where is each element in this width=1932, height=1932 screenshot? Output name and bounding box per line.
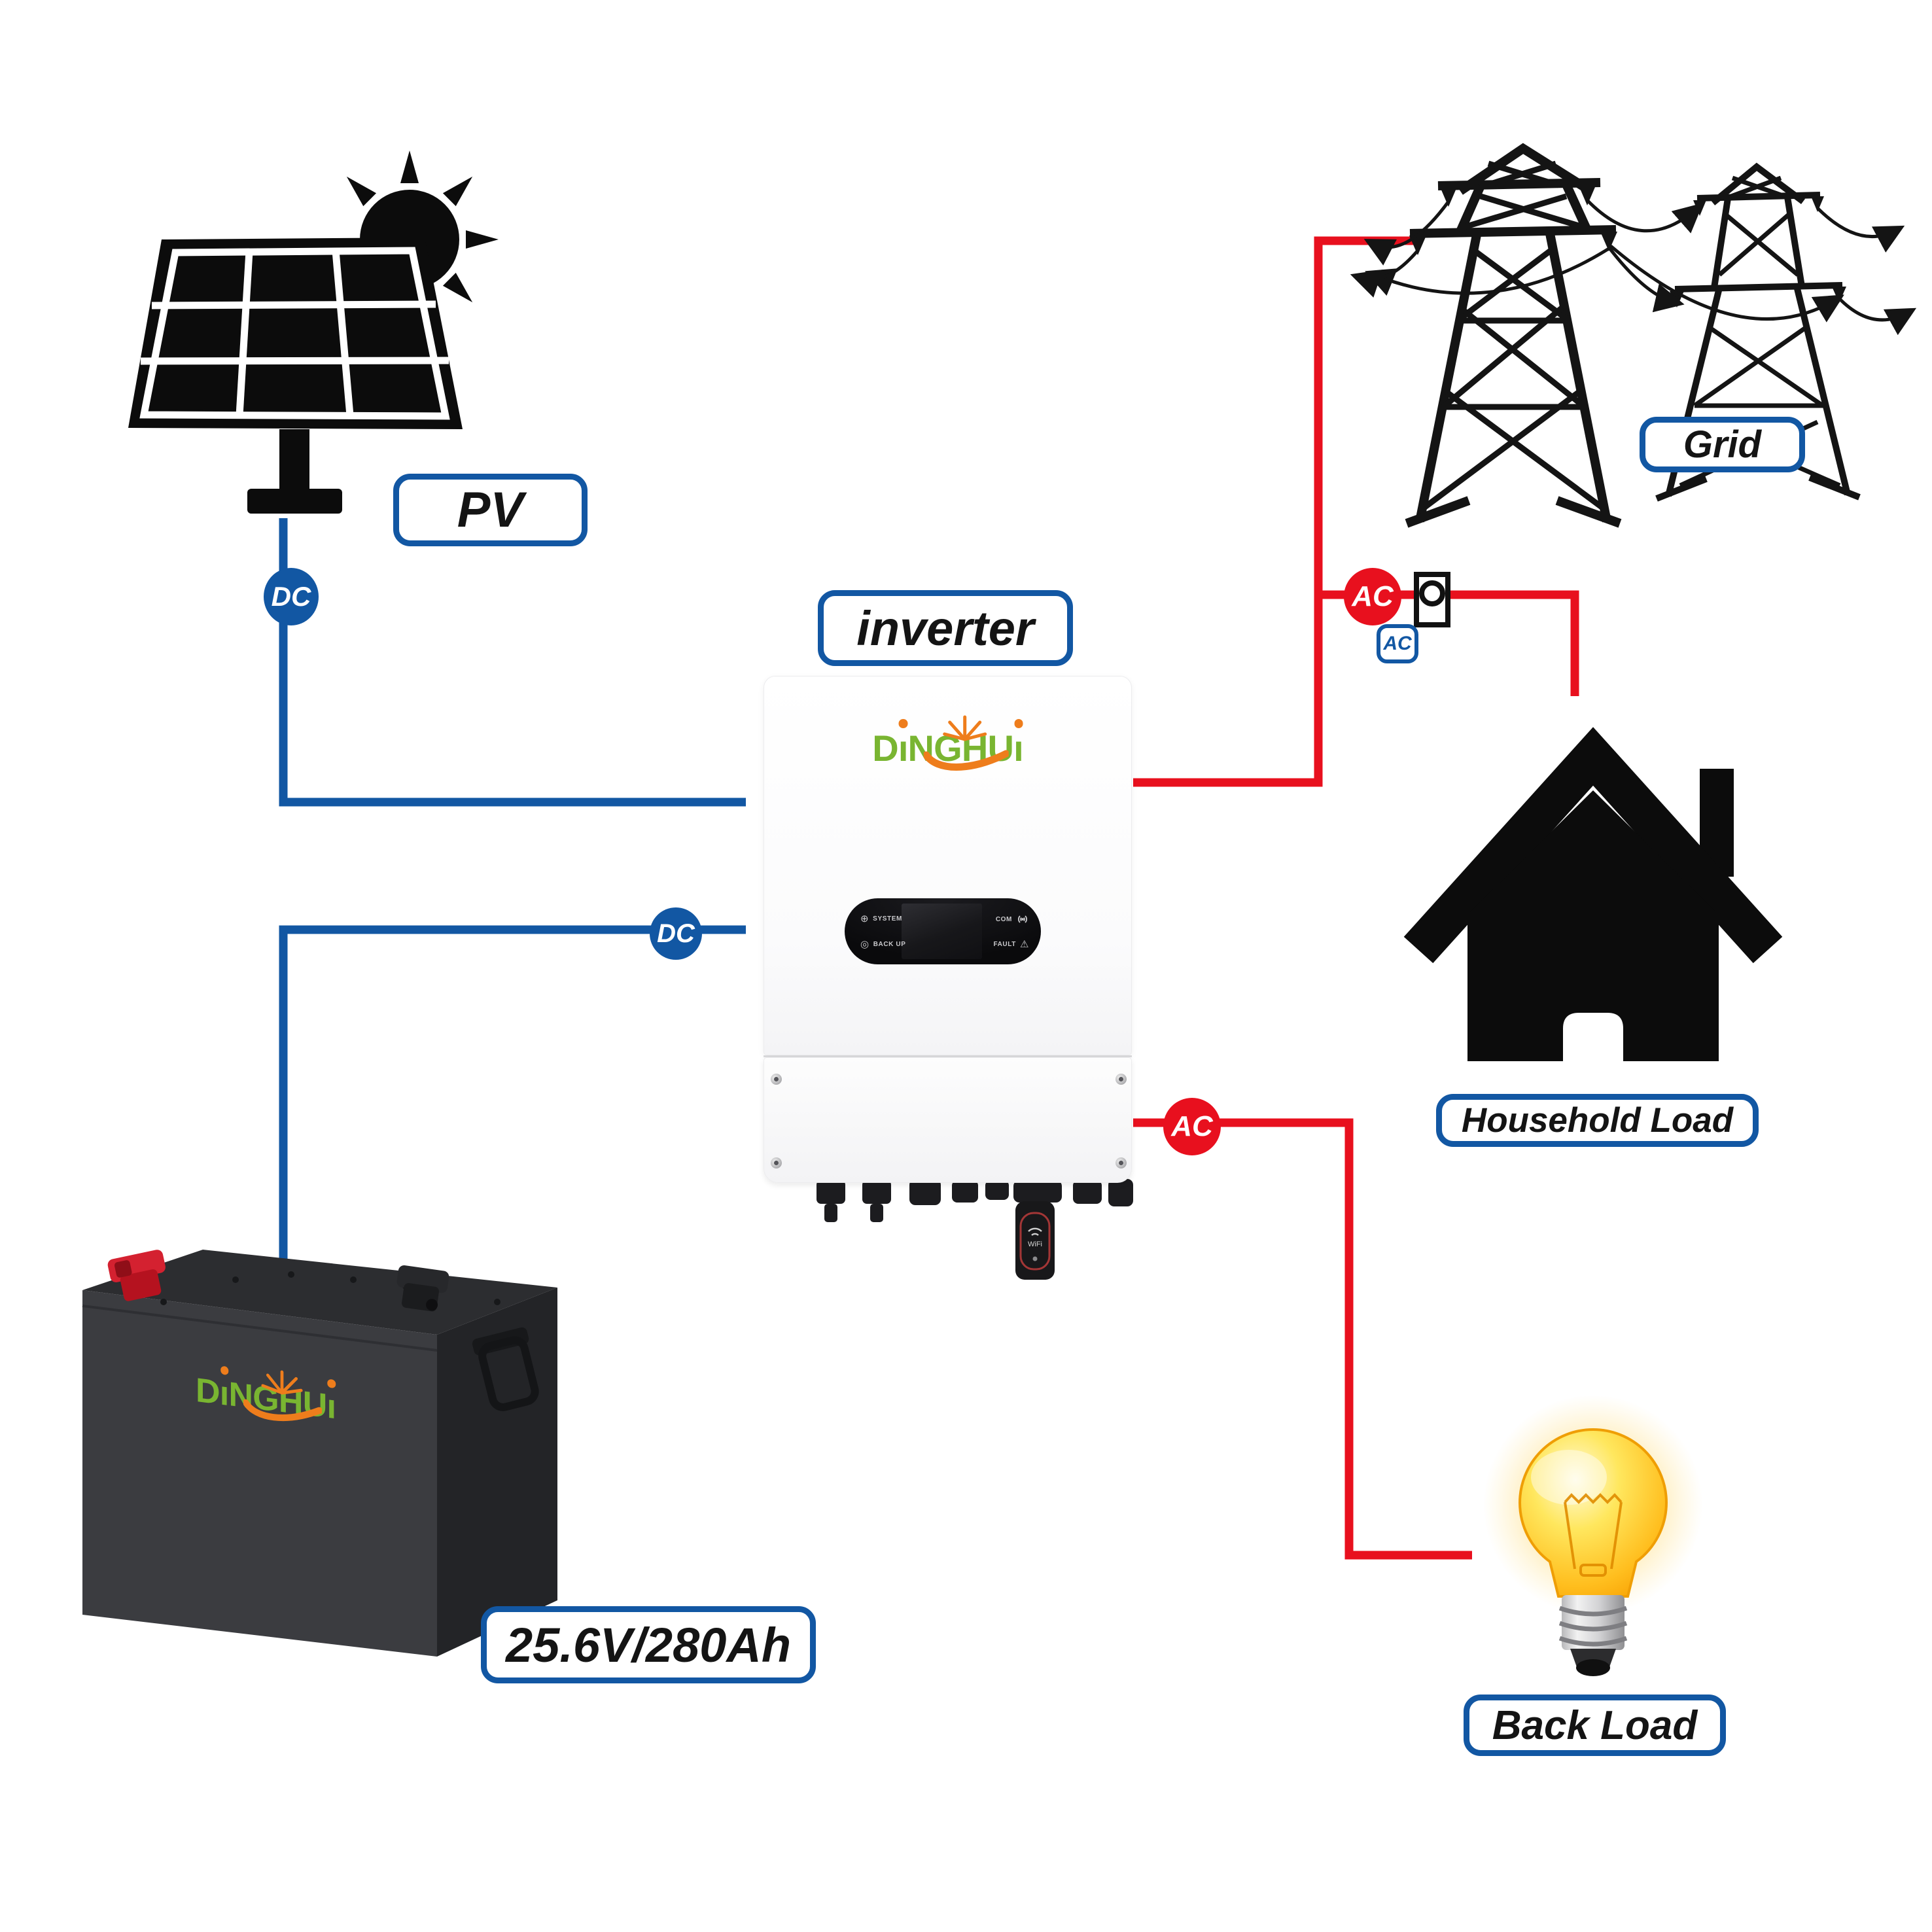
backup-led-icon: ◎ xyxy=(860,939,869,950)
system-label: SYSTEM xyxy=(873,915,902,922)
solar-panel-icon xyxy=(128,237,463,514)
battery-terminal-negative xyxy=(396,1265,449,1312)
com-signal-icon xyxy=(1018,915,1027,923)
wifi-dongle: WiFi xyxy=(1015,1201,1055,1280)
inverter-ports xyxy=(817,1179,1133,1222)
grid-label-text: Grid xyxy=(1683,423,1762,466)
bulb-icon xyxy=(1483,1395,1703,1676)
household-load-label-text: Household Load xyxy=(1461,1101,1734,1140)
pv-label-text: PV xyxy=(457,482,524,538)
battery-handle xyxy=(472,1327,539,1411)
inverter-label-text: inverter xyxy=(856,601,1034,656)
system-led-icon: ⊕ xyxy=(860,913,869,924)
backup-label: BACK UP xyxy=(873,941,906,948)
household-load-label: Household Load xyxy=(1436,1094,1759,1147)
grid-towers-icon xyxy=(1350,143,1917,528)
battery-terminal-positive xyxy=(107,1250,166,1301)
inverter-section-divider xyxy=(764,1055,1132,1057)
screw-icon xyxy=(1115,1074,1127,1085)
ac-badge-outlet: AC xyxy=(1377,624,1418,663)
house-icon xyxy=(1403,727,1783,1061)
inverter-lower-body xyxy=(764,1057,1132,1183)
inverter-label: inverter xyxy=(818,590,1073,666)
ac-badge-backload-text: AC xyxy=(1171,1110,1213,1142)
dc-badge-pv: DC xyxy=(264,568,319,625)
grid-label: Grid xyxy=(1640,417,1805,472)
dc-badge-battery: DC xyxy=(650,907,702,960)
inverter-lcd-screen[interactable] xyxy=(902,904,982,959)
dc-line-pv-to-inverter xyxy=(279,518,746,807)
screw-icon xyxy=(771,1074,782,1085)
fault-warning-icon: ⚠ xyxy=(1019,939,1029,950)
battery-spec-label: 25.6V/280Ah xyxy=(481,1606,816,1683)
battery-spec-label-text: 25.6V/280Ah xyxy=(505,1617,792,1672)
dc-line-battery-to-inverter xyxy=(279,925,746,1277)
outlet-icon xyxy=(1414,572,1450,627)
ac-badge-grid-text: AC xyxy=(1352,580,1394,612)
back-load-label-text: Back Load xyxy=(1492,1702,1698,1748)
back-load-label: Back Load xyxy=(1464,1695,1726,1756)
ac-line-inverter-to-backload xyxy=(1133,1118,1472,1560)
ac-badge-outlet-text: AC xyxy=(1383,633,1412,654)
screw-icon xyxy=(1115,1157,1127,1168)
pv-label: PV xyxy=(393,474,588,546)
inverter-control-panel: ⊕ SYSTEM ◎ BACK UP COM xyxy=(845,898,1041,964)
battery-icon xyxy=(82,1250,557,1657)
dc-badge-battery-text: DC xyxy=(657,919,695,948)
ac-badge-backload: AC xyxy=(1163,1098,1221,1155)
com-label: COM xyxy=(995,915,1012,923)
wifi-dongle-label: WiFi xyxy=(1028,1240,1042,1248)
ac-badge-grid: AC xyxy=(1344,568,1401,625)
dc-badge-pv-text: DC xyxy=(271,581,311,612)
fault-label: FAULT xyxy=(993,941,1016,948)
screw-icon xyxy=(771,1157,782,1168)
